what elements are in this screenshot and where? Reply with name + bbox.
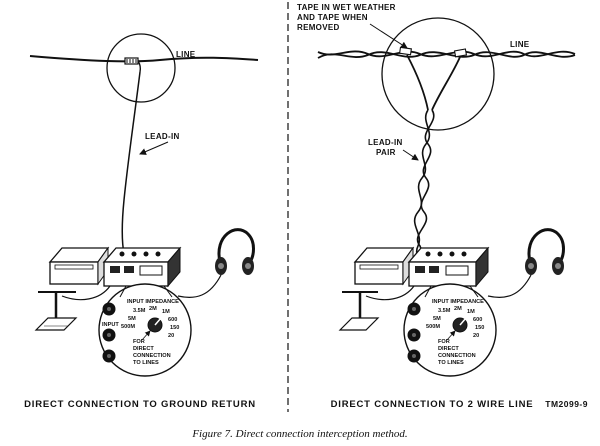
left-zoom-circle bbox=[106, 33, 176, 103]
left-line-wire bbox=[29, 55, 259, 63]
right-dial-note-1: FOR bbox=[438, 339, 450, 345]
left-dial-value-3.5m: 3.5M bbox=[133, 308, 146, 314]
right-dial-title: INPUT IMPEDANCE bbox=[432, 299, 484, 305]
left-dial-value-2m: 2M bbox=[149, 306, 157, 312]
right-dial-detail: INPUT IMPEDANCE 3.5M 2M 1M 5M 600 500M 1… bbox=[403, 283, 497, 377]
left-input-label: INPUT bbox=[102, 322, 119, 328]
figure-caption: Figure 7. Direct connection interception… bbox=[191, 428, 407, 440]
left-headphones bbox=[177, 228, 255, 298]
right-dial-value-5m: 5M bbox=[433, 316, 441, 322]
right-line-wire-b bbox=[317, 51, 576, 59]
right-dial-value-150: 150 bbox=[475, 325, 484, 331]
right-dial-value-600: 600 bbox=[473, 317, 482, 323]
right-panel: TAPE IN WET WEATHER AND TAPE WHEN REMOVE… bbox=[297, 3, 576, 410]
left-caption: DIRECT CONNECTION TO GROUND RETURN bbox=[24, 399, 256, 410]
right-dial-value-2m: 2M bbox=[454, 306, 462, 312]
tape-note-line-2: AND TAPE WHEN bbox=[297, 13, 368, 22]
left-equipment-case bbox=[48, 246, 182, 288]
right-dial-note-2: DIRECT bbox=[438, 346, 459, 352]
right-dial-value-3.5m: 3.5M bbox=[438, 308, 451, 314]
left-dial-value-20: 20 bbox=[168, 333, 174, 339]
right-splices bbox=[399, 46, 468, 111]
right-headphones bbox=[487, 228, 565, 298]
left-lead-in-label: LEAD-IN bbox=[145, 132, 180, 141]
right-caption: DIRECT CONNECTION TO 2 WIRE LINE bbox=[331, 399, 534, 410]
right-dial-note-4: TO LINES bbox=[438, 360, 464, 366]
left-lead-in-wire bbox=[121, 71, 141, 263]
right-dial-value-20: 20 bbox=[473, 333, 479, 339]
left-dial-value-500m: 500M bbox=[121, 324, 135, 330]
right-dial-note-3: CONNECTION bbox=[438, 353, 476, 359]
left-panel: LINE LEAD-IN bbox=[24, 33, 259, 410]
left-dial-note-4: TO LINES bbox=[133, 360, 159, 366]
left-line-label: LINE bbox=[176, 50, 196, 59]
left-dial-note-3: CONNECTION bbox=[133, 353, 171, 359]
right-line-label: LINE bbox=[510, 40, 530, 49]
right-zoom-circle bbox=[381, 17, 495, 131]
left-dial-value-5m: 5M bbox=[128, 316, 136, 322]
tape-note-line-1: TAPE IN WET WEATHER bbox=[297, 3, 396, 12]
right-lead-in-pair-a bbox=[413, 109, 431, 265]
left-dial-note-1: FOR bbox=[133, 339, 145, 345]
left-dial-value-1m: 1M bbox=[162, 309, 170, 315]
right-dial-value-500m: 500M bbox=[426, 324, 440, 330]
left-dial-title: INPUT IMPEDANCE bbox=[127, 299, 179, 305]
left-dial-value-150: 150 bbox=[170, 325, 179, 331]
right-lead-in-label-1: LEAD-IN bbox=[368, 138, 403, 147]
left-ground-rod bbox=[34, 291, 78, 331]
left-splice bbox=[124, 57, 142, 73]
left-dial-detail: INPUT INPUT IMPEDANCE 3.5M 2M 1M 5M 600 … bbox=[98, 283, 192, 377]
figure-code: TM2099-9 bbox=[545, 399, 588, 409]
right-equipment-case bbox=[353, 246, 490, 288]
right-dial-value-1m: 1M bbox=[467, 309, 475, 315]
right-ground-stake bbox=[338, 291, 380, 331]
left-dial-value-600: 600 bbox=[168, 317, 177, 323]
left-dial-note-2: DIRECT bbox=[133, 346, 154, 352]
right-lead-in-label-2: PAIR bbox=[376, 148, 396, 157]
tape-note-line-3: REMOVED bbox=[297, 23, 340, 32]
